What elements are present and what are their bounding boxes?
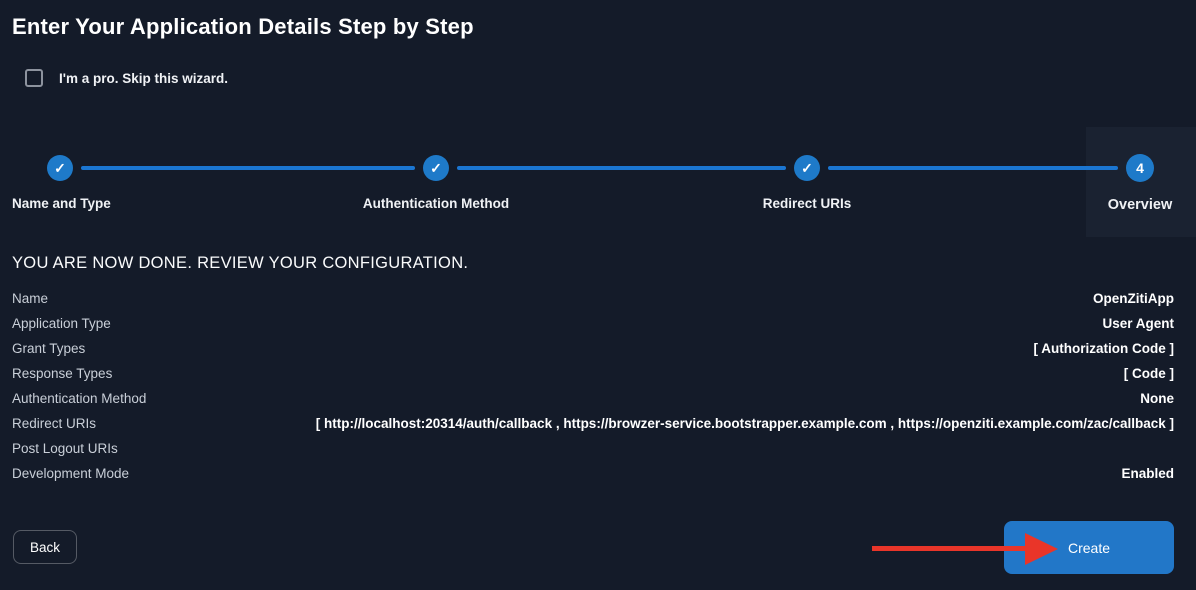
step-label-authentication-method: Authentication Method <box>362 196 510 211</box>
review-row-post-logout-uris: Post Logout URIs <box>12 436 1174 461</box>
annotation-arrow-line <box>872 546 1025 551</box>
page-title: Enter Your Application Details Step by S… <box>12 14 474 39</box>
review-label: Grant Types <box>12 341 86 356</box>
step-label-overview: Overview <box>1107 197 1173 213</box>
review-value: None <box>1140 391 1174 406</box>
review-label: Post Logout URIs <box>12 441 118 456</box>
review-label: Name <box>12 291 49 306</box>
review-label: Application Type <box>12 316 111 331</box>
step-1-check-icon: ✓ <box>47 155 73 181</box>
step-2-check-icon: ✓ <box>423 155 449 181</box>
step-label-redirect-uris: Redirect URIs <box>762 196 852 211</box>
review-value: [ http://localhost:20314/auth/callback ,… <box>315 416 1174 431</box>
review-row-name: Name OpenZitiApp <box>12 286 1174 311</box>
review-label: Development Mode <box>12 466 130 481</box>
stepper-connector <box>81 166 415 170</box>
review-value: OpenZitiApp <box>1093 291 1174 306</box>
stepper-connector <box>457 166 786 170</box>
review-label: Redirect URIs <box>12 416 97 431</box>
step-4-number-badge: 4 <box>1126 154 1154 182</box>
review-table: Name OpenZitiApp Application Type User A… <box>12 286 1174 486</box>
current-step-highlight <box>1086 127 1196 237</box>
review-value: [ Authorization Code ] <box>1033 341 1174 356</box>
review-row-grant-types: Grant Types [ Authorization Code ] <box>12 336 1174 361</box>
skip-wizard-label: I'm a pro. Skip this wizard. <box>59 71 228 86</box>
review-row-redirect-uris: Redirect URIs [ http://localhost:20314/a… <box>12 411 1174 436</box>
stepper-connector <box>828 166 1118 170</box>
step-label-name-and-type: Name and Type <box>12 196 111 211</box>
review-label: Response Types <box>12 366 113 381</box>
review-value: User Agent <box>1102 316 1174 331</box>
review-row-development-mode: Development Mode Enabled <box>12 461 1174 486</box>
annotation-arrow-icon <box>1025 533 1058 565</box>
review-row-authentication-method: Authentication Method None <box>12 386 1174 411</box>
review-row-application-type: Application Type User Agent <box>12 311 1174 336</box>
skip-wizard-checkbox[interactable] <box>25 69 43 87</box>
review-value: Enabled <box>1121 466 1174 481</box>
review-value: [ Code ] <box>1123 366 1174 381</box>
back-button[interactable]: Back <box>13 530 77 564</box>
review-heading: YOU ARE NOW DONE. REVIEW YOUR CONFIGURAT… <box>12 254 469 272</box>
review-row-response-types: Response Types [ Code ] <box>12 361 1174 386</box>
review-label: Authentication Method <box>12 391 147 406</box>
step-3-check-icon: ✓ <box>794 155 820 181</box>
